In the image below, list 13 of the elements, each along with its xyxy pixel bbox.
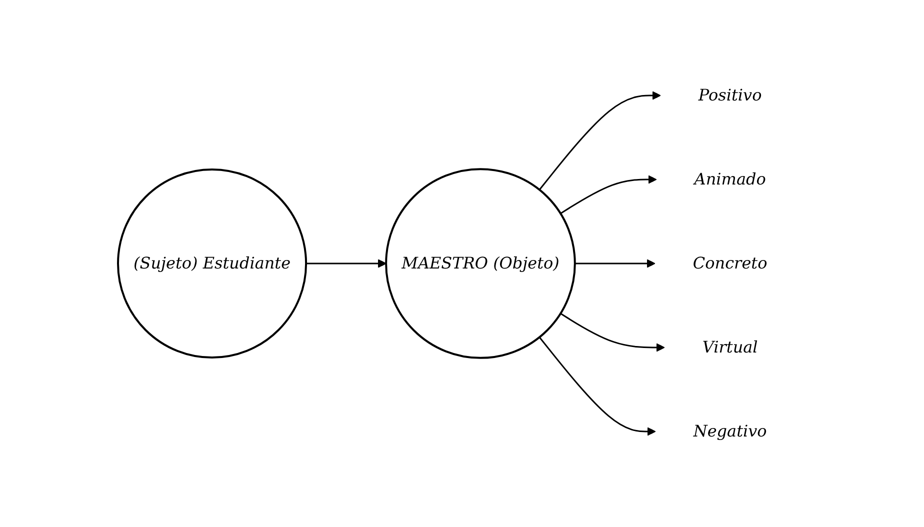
node-circle: MAESTRO (Objeto) <box>385 168 576 359</box>
arrow <box>539 336 656 436</box>
arrow <box>575 259 656 268</box>
node-text: Animado <box>694 170 766 188</box>
arrow <box>560 175 658 214</box>
arrow <box>539 91 662 190</box>
node-text: Virtual <box>702 338 758 356</box>
arrow <box>560 312 666 352</box>
node-text: Concreto <box>693 254 768 272</box>
node-circle: (Sujeto) Estudiante <box>117 168 308 359</box>
node-text: Negativo <box>694 422 768 440</box>
node-text: Positivo <box>698 86 762 104</box>
arrow <box>306 259 387 268</box>
